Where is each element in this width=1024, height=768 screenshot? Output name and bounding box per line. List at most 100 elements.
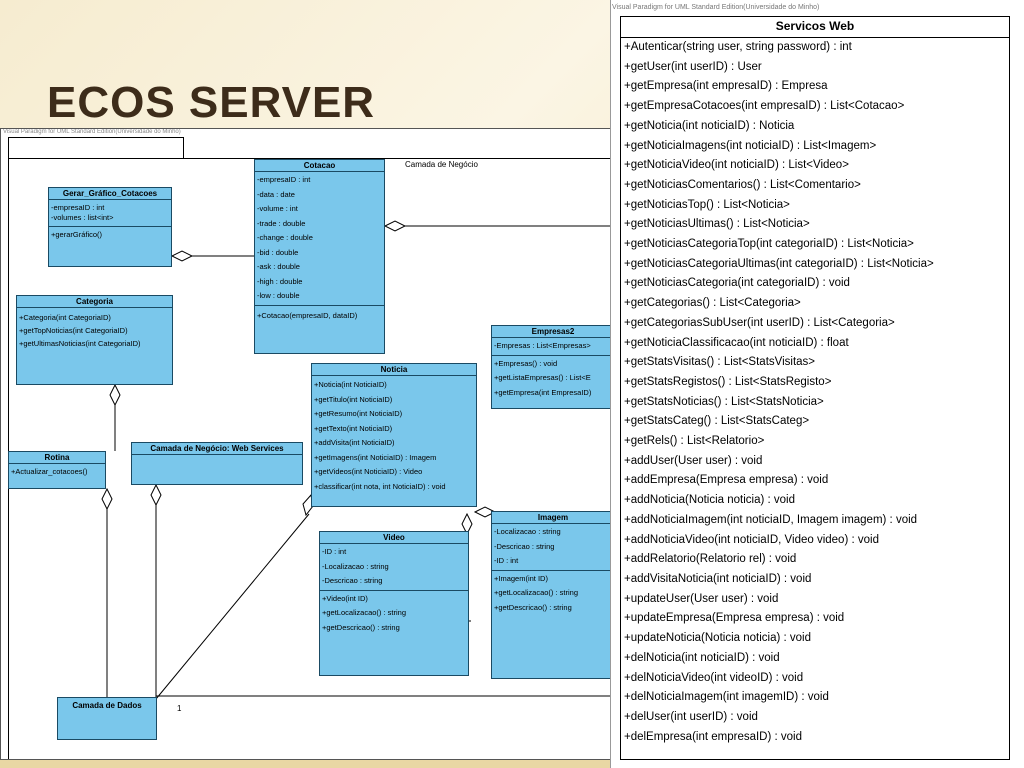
class-attribute: -volumes : list<int>: [51, 213, 114, 222]
class-cotacao[interactable]: Cotacao -empresaID : int -data : date -v…: [254, 159, 385, 354]
class-operation: +getStatsCateg() : List<StatsCateg>: [624, 415, 810, 428]
class-operation: +delEmpresa(int empresaID) : void: [624, 730, 803, 743]
class-operation: +addVisitaNoticia(int noticiaID) : void: [624, 572, 812, 585]
class-gerar-grafico-cotacoes[interactable]: Gerar_Gráfico_Cotacoes -empresaID : int …: [48, 187, 172, 267]
aggregation-diamond-icon: [170, 250, 194, 262]
class-diagram: Visual Paradigm for UML Standard Edition…: [0, 128, 612, 760]
class-imagem[interactable]: Imagem -Localizacao : string -Descricao …: [491, 511, 611, 679]
class-name: Camada de Dados: [72, 701, 142, 710]
class-empresas2[interactable]: Empresas2 -Empresas : List<Empresas> +Em…: [491, 325, 611, 409]
class-operation: +getEmpresaCotacoes(int empresaID) : Lis…: [624, 100, 905, 113]
class-attribute: -Descricao : string: [322, 576, 383, 585]
class-name: Servicos Web: [621, 17, 1009, 38]
class-noticia[interactable]: Noticia +Noticia(int NoticiaID) +getTitu…: [311, 363, 477, 507]
class-operation: +delNoticiaImagem(int imagemID) : void: [624, 691, 829, 704]
connector-lines: [101, 220, 611, 704]
class-operation: +addNoticiaImagem(int noticiaID, Imagem …: [624, 513, 918, 526]
class-operation: +Noticia(int NoticiaID): [314, 380, 387, 389]
class-attribute: -trade : double: [257, 218, 306, 228]
class-attribute: -Empresas : List<Empresas>: [494, 341, 591, 350]
class-operation: +updateNoticia(Noticia noticia) : void: [624, 632, 811, 645]
class-web-services[interactable]: Camada de Negócio: Web Services: [131, 442, 303, 485]
class-operation: +getNoticiasComentarios() : List<Comenta…: [624, 178, 861, 191]
class-name: Noticia: [312, 364, 476, 376]
class-operation: +getCategorias() : List<Categoria>: [624, 297, 801, 310]
class-attribute: -ID : int: [322, 547, 347, 556]
slide-title: ECOS SERVER: [47, 78, 376, 127]
class-operation: +getStatsRegistos() : List<StatsRegisto>: [624, 375, 832, 388]
connector-noticia-dados: [155, 513, 310, 700]
class-operations: +Autenticar(string user, string password…: [621, 38, 1009, 747]
aggregation-diamond-icon: [383, 220, 407, 232]
class-operation: +getTitulo(int NoticiaID): [314, 394, 393, 404]
class-operation: +addRelatorio(Relatorio rel) : void: [624, 553, 797, 566]
class-attribute: -ask : double: [257, 262, 300, 271]
class-operation: +getNoticia(int noticiaID) : Noticia: [624, 119, 795, 132]
class-operation: +getNoticiaVideo(int noticiaID) : List<V…: [624, 159, 849, 172]
class-operation: +Cotacao(empresaID, dataID): [257, 310, 358, 320]
web-services-watermark: Visual Paradigm for UML Standard Edition…: [612, 4, 820, 11]
camada-negocio-label: Camada de Negócio: [405, 160, 478, 169]
class-operation: +getTexto(int NoticiaID): [314, 423, 393, 433]
class-operation: +getNoticiasCategoriaUltimas(int categor…: [624, 257, 934, 270]
class-operation: +getNoticiaClassificacao(int noticiaID) …: [624, 336, 849, 349]
class-operation: +Actualizar_cotacoes(): [11, 467, 88, 476]
class-operation: +getNoticiasTop() : List<Noticia>: [624, 198, 790, 211]
class-operation: +getNoticiasCategoriaTop(int categoriaID…: [624, 238, 914, 251]
class-operation: +getNoticiasUltimas() : List<Noticia>: [624, 218, 810, 231]
class-attribute: -change : double: [257, 233, 313, 242]
class-attribute: -data : date: [257, 189, 295, 199]
class-operation: +delUser(int userID) : void: [624, 710, 758, 723]
class-operation: +getNoticiasCategoria(int categoriaID) :…: [624, 277, 850, 290]
class-name: Categoria: [17, 296, 172, 308]
class-name: Imagem: [492, 512, 611, 524]
class-attribute: -ID : int: [494, 556, 519, 565]
class-operation: +getStatsNoticias() : List<StatsNoticia>: [624, 395, 824, 408]
class-operation: +getUser(int userID) : User: [624, 60, 762, 73]
class-attribute: -Localizacao : string: [322, 561, 389, 571]
class-video[interactable]: Video -ID : int -Localizacao : string -D…: [319, 531, 469, 676]
class-attribute: -volume : int: [257, 204, 298, 213]
class-name: Camada de Negócio: Web Services: [132, 443, 302, 455]
class-operation: +getRels() : List<Relatorio>: [624, 435, 765, 448]
class-name: Cotacao: [255, 160, 384, 172]
class-operation: +getVideos(int NoticiaID) : Video: [314, 467, 423, 476]
class-attribute: -low : double: [257, 291, 300, 300]
class-operation: +updateUser(User user) : void: [624, 592, 779, 605]
class-operation: +getImagens(int NoticiaID) : Imagem: [314, 452, 437, 462]
class-operation: +Video(int ID): [322, 593, 368, 603]
class-camada-de-dados[interactable]: Camada de Dados: [57, 697, 157, 740]
class-operation: +Autenticar(string user, string password…: [624, 41, 852, 53]
class-attribute: -Descricao : string: [494, 541, 555, 551]
class-operation: +getEmpresa(int empresaID) : Empresa: [624, 80, 828, 93]
class-operation: +delNoticiaVideo(int videoID) : void: [624, 671, 804, 684]
class-operation: +classificar(int nota, int NoticiaID) : …: [314, 481, 446, 491]
class-attribute: -empresaID : int: [257, 175, 311, 184]
class-operation: +getUltimasNoticias(int CategoriaID): [19, 339, 141, 348]
class-name: Gerar_Gráfico_Cotacoes: [49, 188, 171, 200]
aggregation-diamond-icon: [109, 383, 121, 407]
class-operation: +delNoticia(int noticiaID) : void: [624, 651, 780, 664]
class-operation: +getEmpresa(int EmpresaID): [494, 387, 592, 397]
class-attribute: -Localizacao : string: [494, 527, 561, 536]
class-operation: +getDescricao() : string: [494, 602, 572, 612]
class-operation: +getResumo(int NoticiaID): [314, 409, 403, 418]
class-operation: +addNoticia(Noticia noticia) : void: [624, 494, 795, 507]
slide-bottom-band: [0, 760, 1024, 768]
class-name: Rotina: [9, 452, 105, 464]
class-servicos-web[interactable]: Servicos Web +Autenticar(string user, st…: [620, 16, 1010, 760]
class-operation: +getDescricao() : string: [322, 622, 400, 632]
class-name: Empresas2: [492, 326, 611, 338]
class-operation: +getNoticiaImagens(int noticiaID) : List…: [624, 139, 877, 152]
class-rotina[interactable]: Rotina +Actualizar_cotacoes(): [8, 451, 106, 489]
class-operation: +addVisita(int NoticiaID): [314, 438, 395, 447]
class-name: Video: [320, 532, 468, 544]
class-operation: +Empresas() : void: [494, 358, 558, 368]
class-attribute: -high : double: [257, 276, 303, 286]
aggregation-diamond-icon: [101, 487, 113, 511]
class-operation: +getListaEmpresas() : List<E: [494, 373, 591, 382]
class-operation: +getLocalizacao() : string: [494, 588, 579, 597]
class-categoria[interactable]: Categoria +Categoria(int CategoriaID) +g…: [16, 295, 173, 385]
class-operation: +gerarGráfico(): [51, 230, 103, 239]
class-operation: +getTopNoticias(int CategoriaID): [19, 326, 128, 335]
